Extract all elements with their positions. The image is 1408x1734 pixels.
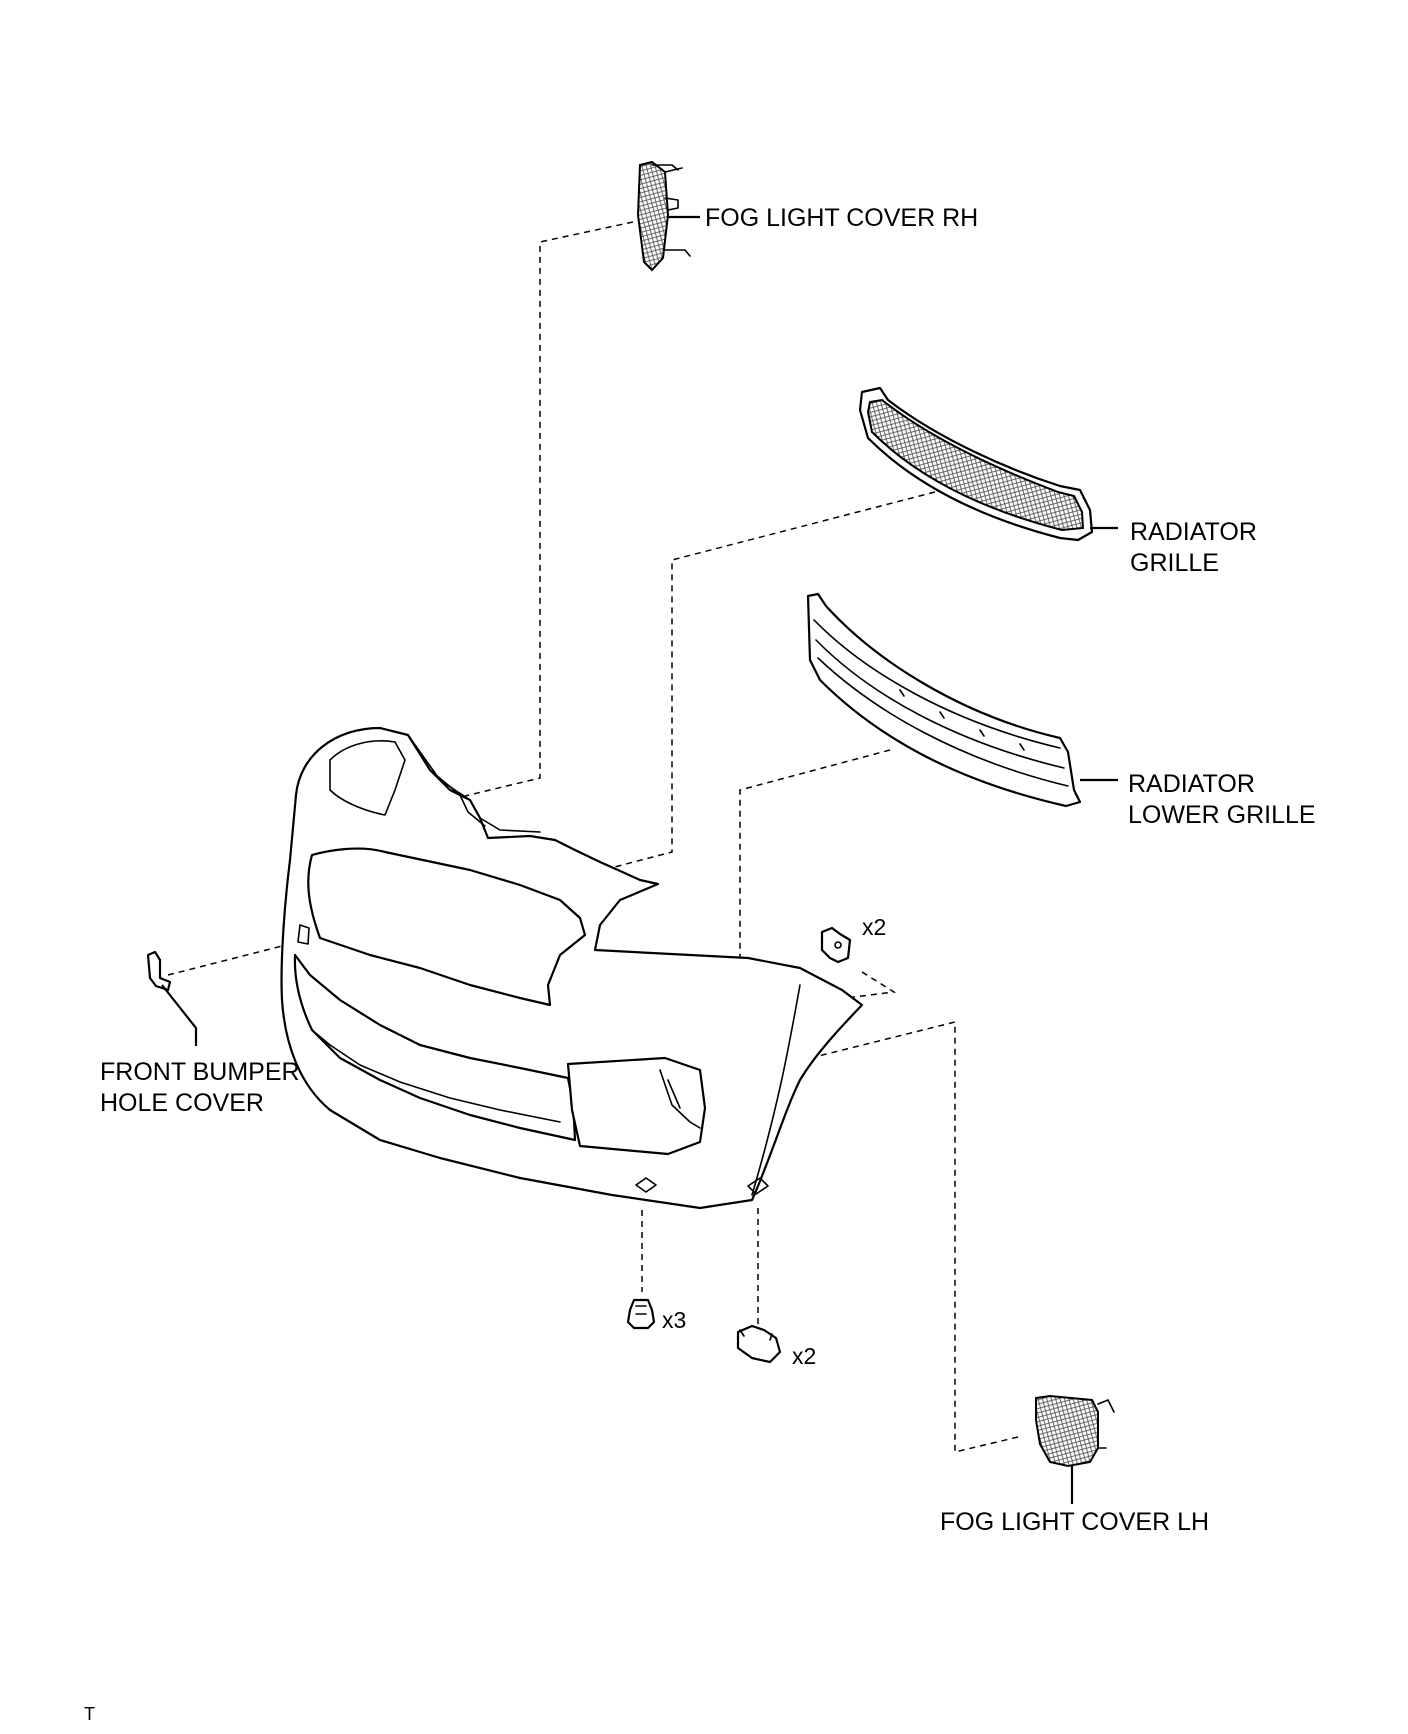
lower-grille-slat-1 [813,619,1061,749]
label-radiator-lower-grille-line1: RADIATOR [1128,770,1255,798]
fog-lh-bracket [1097,1399,1115,1449]
upper-clip-assembly-line [409,971,897,1053]
bumper-upper-ridge [329,740,406,816]
bumper-tab-bottom-1 [635,1177,657,1193]
lower-grille-slat-3 [817,657,1069,787]
upper-clip [820,926,852,964]
label-fog-light-cover-lh: FOG LIGHT COVER LH [940,1508,1209,1536]
footer-code: T [84,1704,95,1724]
fog-light-cover-lh [1035,1394,1115,1504]
lower-clip [736,1324,782,1364]
bumper-tab-left [297,924,310,945]
lower-grille-frame [806,592,1082,808]
upper-clip-hole [834,941,842,949]
fog-rh-bracket-mid [664,197,679,211]
qty-screw: x3 [662,1307,686,1333]
qty-lower-clip: x2 [792,1343,816,1369]
bumper-fog-opening [566,1056,707,1156]
label-radiator-grille-line2: GRILLE [1130,549,1219,577]
upper-clip-shape [820,926,852,964]
hole-cover-leader [161,984,198,1046]
bumper-tab-bottom-2 [747,1177,769,1195]
screw [626,1298,656,1330]
lower-grille-assembly-line [739,749,891,958]
radiator-grille-assembly-line [464,491,936,907]
bumper-lower-opening-edge [311,1029,561,1123]
fog-rh-assembly-line [464,221,634,797]
radiator-grille [858,386,1118,542]
qty-upper-clip: x2 [862,914,886,940]
lower-grille-clips [899,689,1025,751]
front-bumper-cover [280,726,864,1210]
bumper-fog-bracket [659,1069,701,1129]
fog-light-cover-rh [636,160,700,272]
fog-rh-bracket-top [651,164,683,173]
label-radiator-lower-grille-line2: LOWER GRILLE [1128,801,1316,829]
label-radiator-grille-line1: RADIATOR [1130,518,1257,546]
lower-clip-shape [736,1324,782,1364]
radiator-grille-mesh [866,398,1085,532]
bumper-lower-opening [293,953,577,1142]
bumper-top-edge [429,769,486,827]
hole-cover-assembly-line [167,943,291,976]
label-front-bumper-hole-cover-line1: FRONT BUMPER [100,1058,300,1086]
label-front-bumper-hole-cover-line2: HOLE COVER [100,1089,264,1117]
bumper-upper-opening [307,847,587,1007]
bumper-side-contour [751,984,801,1196]
label-fog-light-cover-rh: FOG LIGHT COVER RH [705,204,978,232]
fog-rh-bracket-bottom [662,249,691,257]
fog-lh-mesh [1035,1394,1099,1468]
radiator-lower-grille [806,592,1118,808]
front-bumper-hole-cover [146,950,198,1046]
bumper-top-rail [407,734,541,833]
screw-thread [635,1305,647,1315]
lower-clip-tab [739,1329,773,1341]
lower-grille-slat-2 [815,639,1065,769]
fog-rh-mesh [636,160,670,272]
hole-cover-shape [146,950,172,992]
